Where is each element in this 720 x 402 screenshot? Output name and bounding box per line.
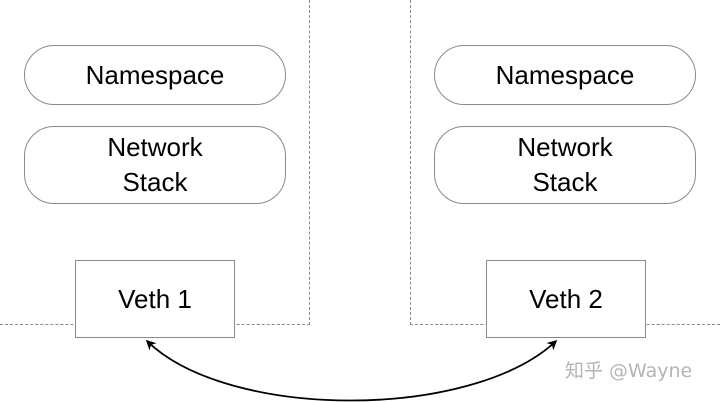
veth-2-box: Veth 2 [486,260,646,338]
network-stack-left: Network Stack [24,126,286,204]
veth-1-box: Veth 1 [75,260,235,338]
namespace-label-right: Namespace [434,45,696,105]
veth-link-curve [145,339,558,402]
namespace-label-left: Namespace [24,45,286,105]
watermark: 知乎 @Wayne [565,360,693,382]
network-stack-right: Network Stack [434,126,696,204]
